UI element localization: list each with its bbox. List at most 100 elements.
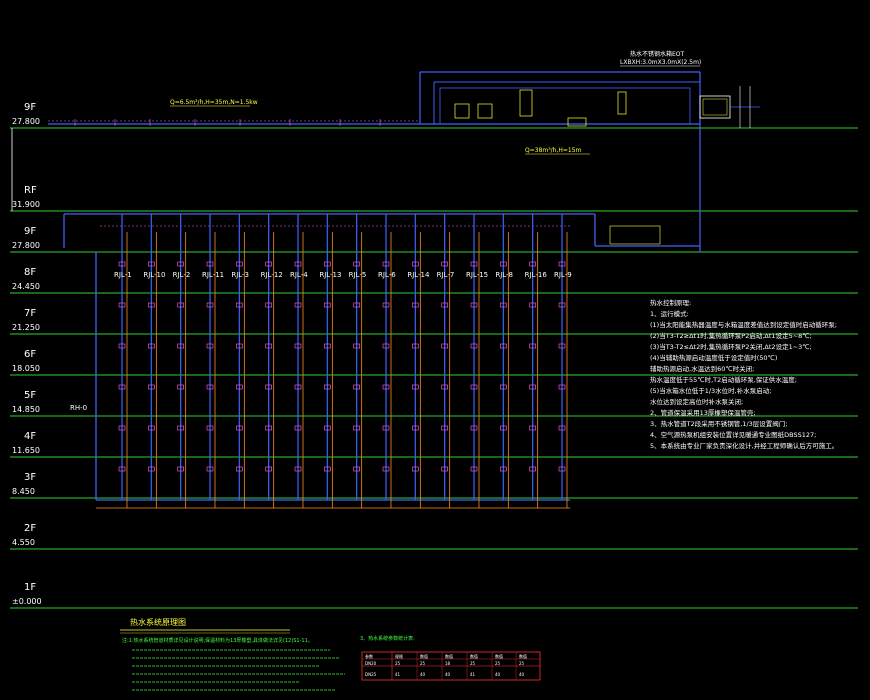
branch-valve (206, 343, 214, 349)
branch-valve (177, 343, 184, 349)
table-cell: 数值 (470, 653, 478, 659)
riser-label: RJL-13 (319, 271, 341, 279)
pump-note: Q=38m³/h,H=15m (525, 147, 582, 154)
riser-label: RJL-9 (554, 271, 572, 279)
branch-valve (265, 261, 272, 267)
branch-valve (529, 302, 536, 308)
floor-name: RF (24, 185, 37, 196)
branch-valve (206, 466, 214, 472)
riser-label: RJL-1 (114, 271, 132, 279)
table-cell: 25 (395, 661, 401, 666)
note-line: 5、本系统由专业厂家负责深化设计,并经工程师确认后方可施工。 (650, 441, 838, 450)
riser-label: RJL-4 (290, 271, 308, 279)
branch-valve (529, 466, 536, 472)
branch-valve (441, 302, 448, 308)
pump (454, 103, 470, 119)
note-line: (3)当T3-T2≤Δt2时,集热循环泵P2关闭,Δt2设定1~3℃; (650, 342, 812, 351)
branch-valve (236, 302, 243, 308)
branch-valve (294, 425, 302, 431)
note-line: (2)当T3-T2≥Δt1时,集热循环泵P2启动,Δt1设定5~8℃; (650, 331, 812, 340)
table-cell: 41 (470, 672, 476, 677)
note-line: (5)当水箱水位低于1/3水位时,补水泵启动; (650, 386, 771, 395)
branch-valve (148, 261, 155, 267)
branch-valve (206, 302, 214, 308)
branch-valve (558, 425, 566, 431)
table-cell: 数值 (495, 653, 503, 659)
branch-valve (324, 384, 331, 390)
branch-valve (118, 302, 126, 308)
floor-elevation: 24.450 (12, 282, 40, 291)
branch-valve (236, 466, 243, 472)
branch-valve (206, 425, 214, 431)
riser-label: RJL-5 (349, 271, 367, 279)
branch-valve (470, 384, 478, 390)
table-cell: 40 (420, 672, 426, 677)
floor-name: 9F (24, 226, 36, 237)
floor-name: 2F (24, 523, 36, 534)
riser-label: RJL-7 (437, 271, 455, 279)
branch-valve (236, 384, 243, 390)
branch-valve (294, 384, 302, 390)
branch-valve (177, 425, 184, 431)
note-line: 2、管道保温采用13厚橡塑保温管壳; (650, 408, 756, 417)
floor-elevation: 8.450 (12, 487, 35, 496)
floor-elevation: 21.250 (12, 323, 40, 332)
note-line: 水位达到设定高位时补水泵关闭; (650, 397, 743, 406)
branch-valve (148, 425, 155, 431)
branch-valve (558, 384, 566, 390)
branch-valve (412, 302, 419, 308)
table-cell: 参数 (365, 653, 373, 659)
branch-valve (412, 384, 419, 390)
drawing-footer: 热水系统原理图 注:1.热水系统管道材质详见设计说明,保温材料为13厚橡塑,具体… (120, 617, 415, 691)
branch-valve (441, 384, 448, 390)
branch-valve (148, 343, 155, 349)
branch-valve (177, 302, 184, 308)
branch-valve (148, 302, 155, 308)
note-line: 3、热水管道T2段采用不锈钢管,1/3层设置阀门; (650, 419, 787, 428)
floor-elevation: 11.650 (12, 446, 40, 455)
branch-valve (529, 261, 536, 267)
branch-valve (382, 466, 390, 472)
floor-elevation: 27.800 (12, 241, 40, 250)
note-line: 辅助热源启动,水温达到60℃时关闭; (650, 364, 754, 373)
floor-elevation: 14.850 (12, 405, 40, 414)
tank-dimensions: LXBXH:3.0mX3.0mX(2.5m) (620, 59, 701, 66)
legend-note: 注:1.热水系统管道材质详见设计说明,保温材料为13厚橡塑,具体做法详见(12)… (122, 637, 313, 644)
branch-valve (441, 425, 448, 431)
pump (477, 103, 493, 119)
branch-valve (148, 384, 155, 390)
branch-valve (265, 425, 272, 431)
branch-valve (500, 302, 507, 308)
note-line: 4、空气源热泵机组安装位置详见暖通专业图纸DBSS127; (650, 430, 816, 439)
branch-valve (236, 425, 243, 431)
notes-heading: 热水控制原理: (650, 298, 691, 307)
branch-valve (500, 466, 507, 472)
riser-label: RJL-15 (466, 271, 488, 279)
table-cell: DN20 (365, 661, 377, 666)
branch-valve (177, 384, 184, 390)
branch-valve (500, 425, 507, 431)
floor-name: 1F (24, 582, 36, 593)
branch-valve (529, 425, 536, 431)
branch-valve (441, 343, 448, 349)
branch-valve (294, 343, 302, 349)
floor-elevation: 4.550 (12, 538, 35, 547)
branch-valve (206, 261, 214, 267)
branch-valve (470, 261, 478, 267)
branch-valve (206, 384, 214, 390)
pump-annotations: Q=6.5m³/h,H=35m,N=1.5kw Q=38m³/h,H=15m (170, 99, 590, 155)
control-notes: 热水控制原理: 1、运行模式: (1)当太阳能集热器温度与水箱温度差值达到设定值… (650, 298, 838, 450)
branch-valve (500, 261, 507, 267)
branch-valve (441, 466, 448, 472)
branch-valve (118, 261, 126, 267)
floor-name: 6F (24, 349, 36, 360)
floor-elevation: 18.050 (12, 364, 40, 373)
riser-label: RJL-16 (525, 271, 548, 279)
table-cell: 25 (495, 661, 501, 666)
branch-valve (324, 261, 331, 267)
branch-valve (500, 384, 507, 390)
branch-valve (324, 425, 331, 431)
branch-valve (558, 466, 566, 472)
